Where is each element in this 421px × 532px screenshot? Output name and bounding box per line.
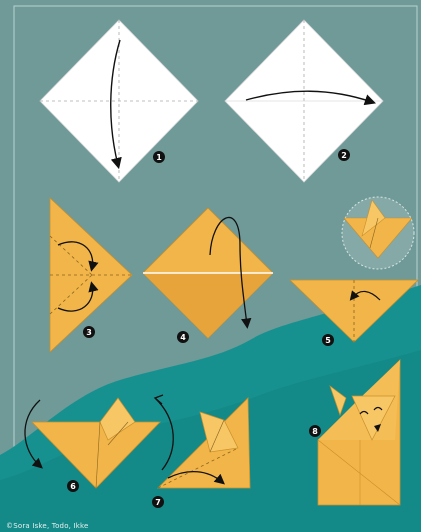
step-2-diagram [225, 20, 383, 182]
svg-text:3: 3 [86, 328, 92, 337]
svg-text:8: 8 [312, 427, 318, 436]
svg-text:2: 2 [341, 151, 347, 160]
image-credit: ©Sora Iske, Todo, Ikke [6, 522, 89, 530]
step-badge-3: 3 [83, 326, 95, 338]
svg-text:4: 4 [180, 333, 186, 342]
step-badge-7: 7 [152, 496, 164, 508]
step-4-diagram [143, 208, 273, 338]
svg-text:7: 7 [155, 498, 161, 507]
svg-text:6: 6 [70, 482, 76, 491]
step-badge-8: 8 [309, 425, 321, 437]
step-1-diagram [40, 20, 198, 182]
svg-text:1: 1 [156, 153, 162, 162]
step-badge-4: 4 [177, 331, 189, 343]
svg-text:5: 5 [325, 336, 331, 345]
step-badge-2: 2 [338, 149, 350, 161]
step-badge-6: 6 [67, 480, 79, 492]
step-badge-5: 5 [322, 334, 334, 346]
step-badge-1: 1 [153, 151, 165, 163]
